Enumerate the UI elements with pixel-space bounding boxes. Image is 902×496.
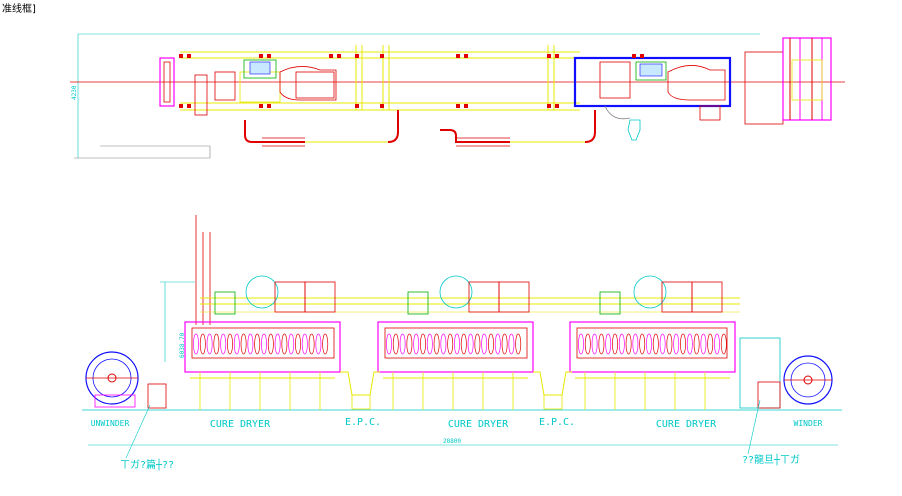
coil <box>386 333 392 355</box>
coil <box>488 333 494 355</box>
coil <box>652 333 659 355</box>
coil <box>508 333 515 355</box>
unwinder-reel <box>85 351 167 409</box>
coil <box>481 333 488 355</box>
coil <box>515 333 522 355</box>
coil <box>295 333 301 355</box>
coil <box>240 333 247 355</box>
coil <box>213 333 220 355</box>
coil <box>467 333 474 355</box>
elevation-dim-height: 6038.70 <box>179 332 186 358</box>
label-cure-dryer-1: CURE DRYER <box>210 419 271 430</box>
coil <box>426 333 433 355</box>
support-legs <box>190 372 730 410</box>
coil <box>440 333 447 355</box>
coil <box>686 333 693 355</box>
coil <box>578 333 584 355</box>
note-right: ??龍旦┼ㄒガ <box>742 453 800 466</box>
coil <box>413 333 420 355</box>
coil <box>605 333 612 355</box>
coil <box>315 333 322 355</box>
coil <box>193 333 199 355</box>
coil <box>206 333 213 355</box>
coil <box>646 333 652 355</box>
winder-reel <box>739 337 833 409</box>
coil <box>707 333 714 355</box>
label-cure-dryer-3: CURE DRYER <box>656 419 717 430</box>
label-winder: WINDER <box>794 419 823 428</box>
label-unwinder: UNWINDER <box>91 419 130 428</box>
coil <box>625 333 632 355</box>
coil <box>281 333 288 355</box>
coil <box>261 333 267 355</box>
coil <box>399 333 406 355</box>
coil <box>584 333 591 355</box>
coil <box>618 333 625 355</box>
dryer-coils <box>193 333 727 355</box>
coil <box>474 333 481 355</box>
coil <box>247 333 254 355</box>
coil <box>254 333 261 355</box>
coil <box>267 333 274 355</box>
coil <box>322 333 329 355</box>
cure-dryer-3-body <box>569 275 736 373</box>
coil <box>659 333 666 355</box>
coil <box>612 333 618 355</box>
coil <box>700 333 707 355</box>
coil <box>392 333 399 355</box>
plan-view: 4230 <box>70 33 845 159</box>
coil <box>288 333 295 355</box>
coil <box>666 333 673 355</box>
label-epc-1: E.P.C. <box>345 417 381 428</box>
coil <box>598 333 605 355</box>
cure-dryer-1-body <box>184 275 341 373</box>
coil <box>591 333 598 355</box>
coil <box>632 333 639 355</box>
coil <box>301 333 308 355</box>
coil <box>406 333 413 355</box>
coil <box>199 333 206 355</box>
elevation-view: 6038.70 28800 <box>82 215 842 471</box>
coil <box>420 333 426 355</box>
coil <box>447 333 454 355</box>
coil <box>639 333 646 355</box>
plan-dim-left: 4230 <box>71 85 78 100</box>
coil <box>494 333 501 355</box>
note-left: ㄒガ?篇┼?? <box>120 458 174 471</box>
coil <box>220 333 227 355</box>
label-cure-dryer-2: CURE DRYER <box>448 419 509 430</box>
coil <box>227 333 233 355</box>
coil <box>714 333 720 355</box>
cure-dryer-2-body <box>377 275 534 373</box>
coil <box>308 333 315 355</box>
coil <box>673 333 680 355</box>
coil <box>233 333 240 355</box>
coil <box>501 333 508 355</box>
coil <box>680 333 686 355</box>
coil <box>720 333 727 355</box>
coil <box>274 333 281 355</box>
coil <box>454 333 460 355</box>
coil <box>460 333 467 355</box>
corner-label: 准线框] <box>2 2 36 15</box>
coil <box>433 333 440 355</box>
label-epc-2: E.P.C. <box>539 417 575 428</box>
coil <box>693 333 700 355</box>
elevation-dim-total: 28800 <box>443 438 461 445</box>
